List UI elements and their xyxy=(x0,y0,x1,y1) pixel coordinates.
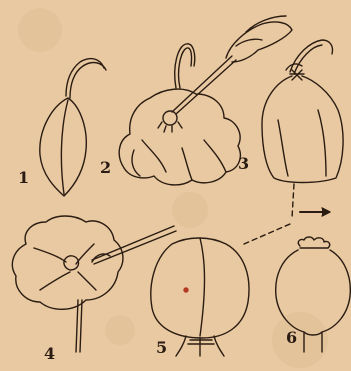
figure-number-4: 4 xyxy=(44,346,55,362)
figure-1-bud xyxy=(40,59,106,196)
figure-3-bagged-flower xyxy=(262,40,343,218)
figure-5-capsule-bag xyxy=(151,224,290,356)
figure-number-3: 3 xyxy=(238,156,249,172)
figure-number-2: 2 xyxy=(100,160,111,176)
figure-number-1: 1 xyxy=(18,170,29,186)
figure-number-6: 6 xyxy=(286,330,297,346)
figure-number-5: 5 xyxy=(156,340,167,356)
